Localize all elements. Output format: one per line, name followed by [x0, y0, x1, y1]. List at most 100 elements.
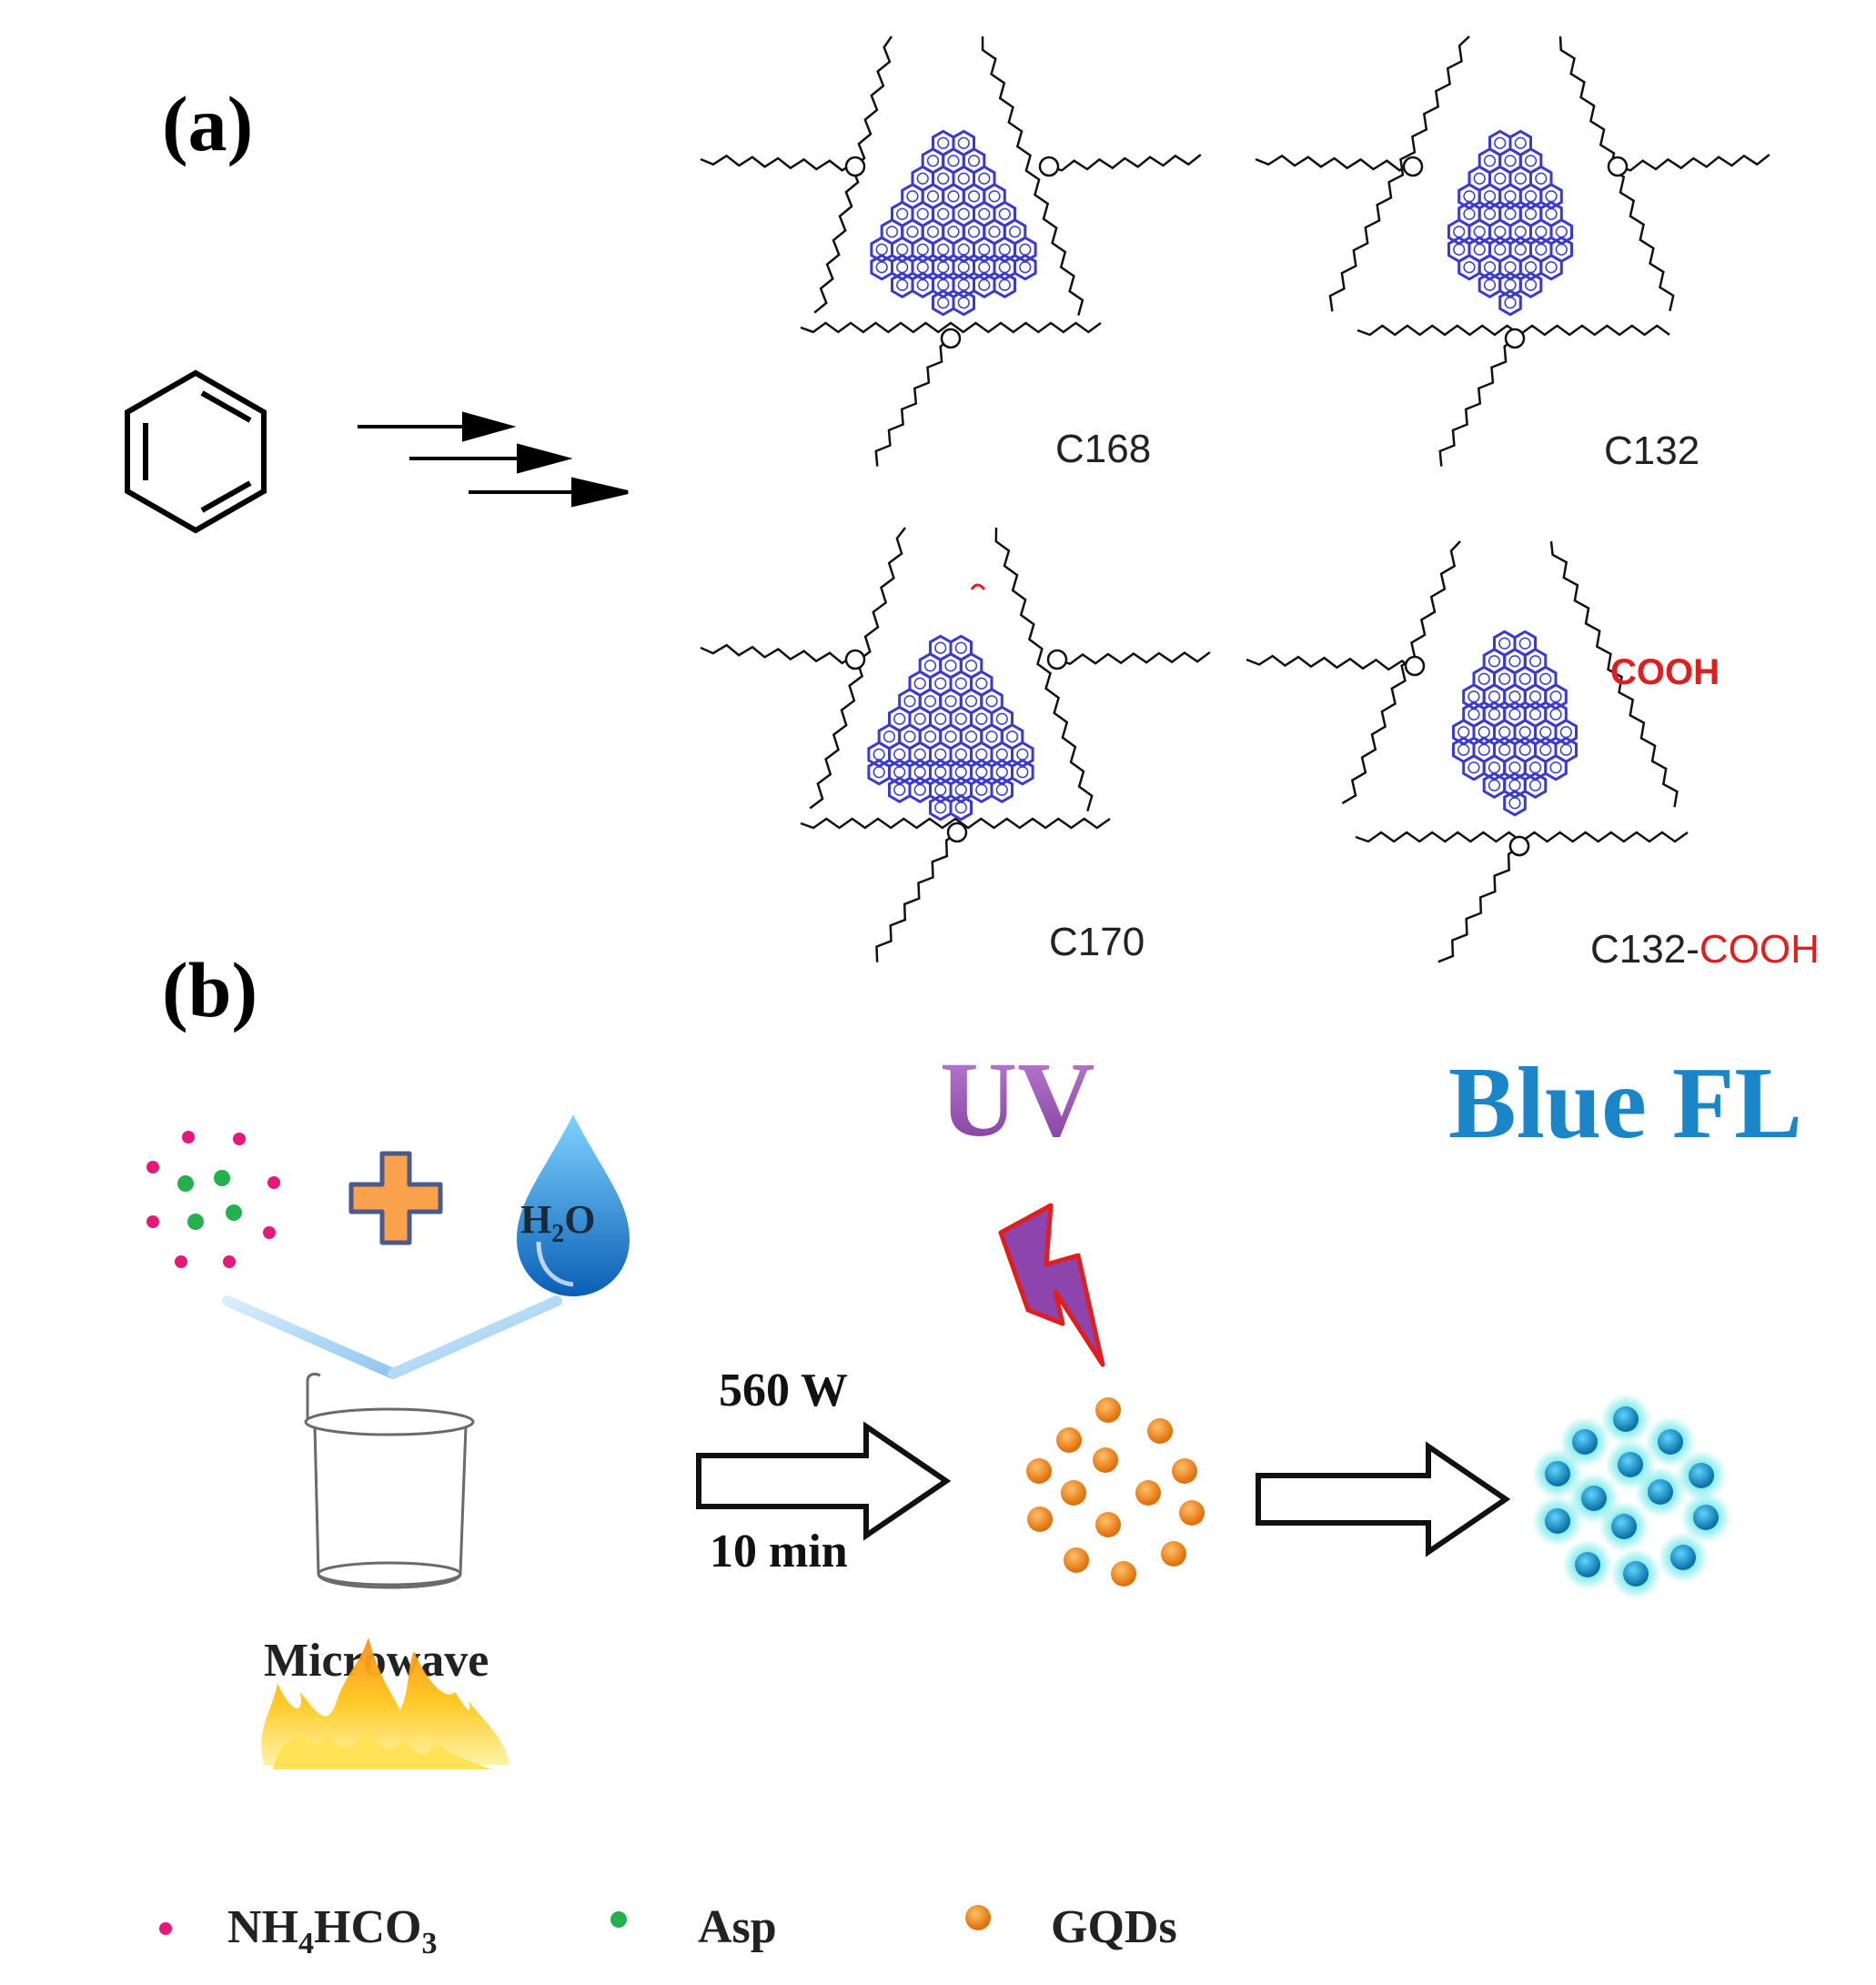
aromatic-circle: [1559, 726, 1572, 739]
aromatic-circle: [978, 207, 991, 220]
nh4hco3-dot: [233, 1133, 246, 1145]
aromatic-circle: [944, 660, 957, 672]
carbon-ring: [1539, 254, 1563, 281]
carbon-ring: [891, 254, 914, 281]
aromatic-circle: [934, 641, 947, 654]
aromatic-circle: [1488, 779, 1501, 791]
carbon-ring: [973, 254, 996, 281]
aromatic-circle: [1555, 243, 1568, 256]
gqd-dot: [1095, 1397, 1121, 1423]
carbon-ring: [949, 776, 973, 804]
carbon-ring: [1544, 683, 1568, 710]
fluorescent-gqd-dot: [1600, 1394, 1651, 1445]
aromatic-circle: [934, 712, 947, 725]
carbon-ring: [1457, 254, 1481, 281]
aromatic-circle: [913, 783, 926, 796]
aromatic-circle: [1016, 766, 1029, 779]
fluorescent-gqd-dot: [1610, 1548, 1661, 1599]
aromatic-circle: [975, 712, 988, 725]
carbon-ring: [908, 759, 932, 786]
carbon-ring: [1014, 236, 1037, 264]
nh4hco3-dot: [267, 1176, 280, 1189]
aromatic-circle: [896, 278, 909, 291]
carbon-ring: [1518, 254, 1543, 281]
fluorescent-gqd-dot: [1562, 1539, 1613, 1590]
gqd-dot: [1064, 1547, 1089, 1573]
carbon-ring: [888, 741, 912, 769]
aromatic-circle: [923, 695, 937, 708]
carbon-ring: [1503, 754, 1527, 781]
aromatic-circle: [1524, 155, 1538, 167]
carbon-ring: [1482, 771, 1507, 800]
carbon-ring: [1503, 790, 1527, 817]
carbon-ring: [993, 254, 1016, 281]
carbon-ring: [1478, 183, 1502, 210]
aromatic-circle: [947, 226, 960, 238]
carbon-ring: [970, 776, 993, 804]
aromatic-circle: [1528, 690, 1542, 703]
carbon-ring: [970, 741, 993, 769]
aromatic-circle: [1504, 278, 1517, 291]
aromatic-circle: [1518, 637, 1531, 650]
aromatic-circle: [896, 261, 909, 274]
carbon-ring: [1518, 183, 1543, 210]
aromatic-circle: [1528, 761, 1542, 774]
aromatic-circle: [1504, 155, 1517, 167]
carbon-ring: [952, 271, 975, 299]
alkyl-chain: [994, 527, 1094, 811]
carbon-ring: [1014, 254, 1037, 281]
carbon-ring: [1549, 218, 1573, 246]
aromatic-circle: [872, 766, 885, 779]
alkyl-chain: [1048, 154, 1202, 172]
alkyl-chain: [1549, 540, 1679, 808]
carbon-ring: [870, 254, 893, 281]
aromatic-circle: [1498, 637, 1511, 650]
carbon-ring: [1529, 218, 1553, 246]
aromatic-circle: [988, 226, 1001, 238]
aromatic-circle: [964, 660, 978, 672]
legend-swatch-asp: [610, 1911, 627, 1928]
alkyl-chain: [875, 831, 958, 962]
alkyl-chain: [1341, 540, 1461, 805]
carbon-ring: [929, 741, 953, 769]
alkyl-chain: [1255, 154, 1414, 172]
alkyl-chain: [1056, 650, 1211, 666]
aromatic-circle: [934, 677, 947, 690]
aromatic-circle: [934, 801, 947, 814]
aromatic-circle: [1494, 136, 1507, 149]
aromatic-circle: [998, 278, 1011, 291]
aromatic-circle: [1535, 243, 1548, 256]
fluorescent-gqd-dot: [1532, 1496, 1583, 1547]
oxygen-mark: [970, 583, 986, 590]
carbon-ring: [929, 776, 953, 804]
aromatic-circle: [1504, 190, 1517, 203]
carbon-ring: [929, 794, 953, 821]
nh4hco3-dot: [263, 1226, 276, 1239]
aromatic-circle: [1549, 761, 1562, 774]
aromatic-circle: [906, 190, 919, 203]
carbon-ring: [908, 741, 932, 769]
aromatic-circle: [985, 695, 998, 708]
aromatic-circle: [1528, 655, 1542, 668]
aromatic-circle: [1508, 797, 1521, 810]
aromatic-circle: [1453, 243, 1466, 256]
fluorescent-gqd-dot: [1532, 1448, 1583, 1499]
reaction-arrows: [358, 411, 629, 508]
gqd-dot: [1026, 1458, 1052, 1484]
carbon-ring: [1498, 183, 1522, 210]
carbon-ring: [973, 236, 996, 264]
aromatic-circle: [1535, 172, 1548, 185]
aromatic-circle: [954, 641, 967, 654]
aromatic-circle: [934, 783, 947, 796]
carbon-ring: [990, 759, 1014, 786]
aromatic-circle: [995, 712, 1008, 725]
water-label-subscript: 2: [551, 1220, 564, 1248]
carbon-ring: [1452, 719, 1476, 746]
aromatic-circle: [1468, 690, 1480, 703]
benzene-ring: [125, 369, 267, 534]
aromatic-circle: [978, 243, 991, 256]
aromatic-circle: [967, 226, 981, 238]
aromatic-circle: [937, 136, 950, 149]
carbon-ring: [867, 741, 891, 769]
carbon-ring: [870, 236, 893, 264]
